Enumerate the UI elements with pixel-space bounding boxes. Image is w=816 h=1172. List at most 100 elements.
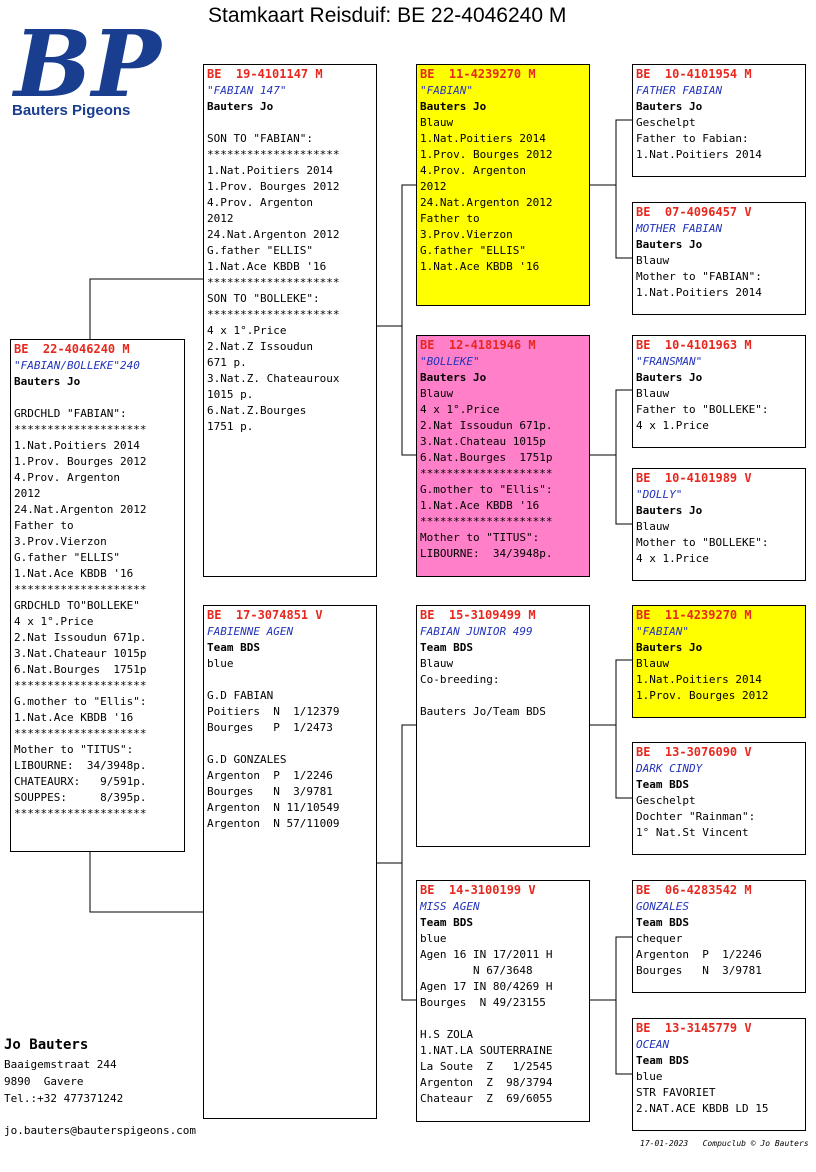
pigeon-name: FABIENNE AGEN [207, 625, 294, 638]
card-line: Co-breeding: [420, 673, 500, 686]
logo-text: Bauters Pigeons [12, 102, 131, 119]
card-line: 2012 [14, 487, 41, 500]
card-line: 4 x 1.Price [636, 419, 709, 432]
card-line: 3.Nat.Z. Chateauroux [207, 372, 340, 385]
card-line: ******************** [14, 423, 147, 436]
ring-number: BE 22-4046240 M [14, 342, 130, 356]
card-line: 671 p. [207, 356, 247, 369]
card-line: 1.Prov. Bourges 2012 [14, 455, 147, 468]
card-line: 1.Nat.Poitiers 2014 [420, 132, 546, 145]
card-line: Bourges N 49/23155 [420, 996, 546, 1009]
pigeon-name: "BOLLEKE" [420, 355, 480, 368]
card-line: blue [420, 932, 447, 945]
ring-number: BE 11-4239270 M [636, 608, 752, 622]
card-line: chequer [636, 932, 683, 945]
card-line: Argenton Z 98/3794 [420, 1076, 553, 1089]
pigeon-name: "FABIAN 147" [207, 84, 287, 97]
card-line: Blauw [636, 520, 670, 533]
card-line: G.D FABIAN [207, 689, 274, 702]
card-line: Argenton N 57/11009 [207, 817, 340, 830]
card-line: LIBOURNE: 34/3948p. [14, 759, 147, 772]
card-line: 24.Nat.Argenton 2012 [14, 503, 147, 516]
card-line: Blauw [636, 387, 670, 400]
card-line: ******************** [14, 583, 147, 596]
card-line: N 67/3648 [420, 964, 533, 977]
pigeon-name: OCEAN [636, 1038, 670, 1051]
card-line: SON TO "BOLLEKE": [207, 292, 320, 305]
owner-email-link[interactable]: jo.bauters@bauterspigeons.com [4, 1124, 197, 1137]
pigeon-name: DARK CINDY [636, 762, 703, 775]
pigeon-owner: Bauters Jo [420, 100, 487, 113]
card-line: ******************** [14, 807, 147, 820]
card-line: SOUPPES: 8/395p. [14, 791, 147, 804]
card-line [420, 1011, 589, 1027]
card-line: H.S ZOLA [420, 1028, 473, 1041]
ring-number: BE 15-3109499 M [420, 608, 536, 622]
card-line: 6.Nat.Bourges 1751p [420, 451, 553, 464]
pigeon-name: "FABIAN" [636, 625, 689, 638]
card-line: GRDCHLD "FABIAN": [14, 407, 127, 420]
ring-number: BE 07-4096457 V [636, 205, 752, 219]
pigeon-name: "FABIAN" [420, 84, 473, 97]
card-line: Father to [14, 519, 74, 532]
ring-number: BE 10-4101963 M [636, 338, 752, 352]
card-line: blue [207, 657, 234, 670]
card-line: Father to "BOLLEKE": [636, 403, 769, 416]
card-line: Father to Fabian: [636, 132, 749, 145]
bp-logo-icon: BP [12, 18, 164, 104]
card-line: 4 x 1°.Price [14, 615, 94, 628]
card-line: G.mother to "Ellis": [14, 695, 147, 708]
pigeon-owner: Team BDS [636, 916, 689, 929]
card-line: Geschelpt [636, 116, 696, 129]
pigeon-name: GONZALES [636, 900, 689, 913]
card-line: Geschelpt [636, 794, 696, 807]
owner-city: 9890 Gavere [4, 1075, 84, 1088]
card-line: Mother to "FABIAN": [636, 270, 762, 283]
card-line: STR FAVORIET [636, 1086, 716, 1099]
card-line: Bauters Jo/Team BDS [420, 705, 546, 718]
card-line: blue [636, 1070, 663, 1083]
card-line: 3.Nat.Chateau 1015p [420, 435, 546, 448]
pigeon-owner: Bauters Jo [636, 504, 703, 517]
pigeon-card-father[interactable]: BE 19-4101147 M"FABIAN 147"Bauters Jo SO… [203, 64, 377, 577]
card-line: 3.Nat.Chateaur 1015p [14, 647, 147, 660]
ring-number: BE 13-3145779 V [636, 1021, 752, 1035]
card-line: 1.Nat.Poitiers 2014 [636, 673, 762, 686]
page-title: Stamkaart Reisduif: BE 22-4046240 M [208, 4, 567, 27]
pigeon-owner: Bauters Jo [636, 238, 703, 251]
card-line: LIBOURNE: 34/3948p. [420, 547, 553, 560]
card-line: 4.Prov. Argenton [14, 471, 120, 484]
card-line: 1.Nat.Ace KBDB '16 [207, 260, 327, 273]
card-line: Blauw [420, 657, 454, 670]
card-line: ******************** [420, 515, 553, 528]
pigeon-name: MISS AGEN [420, 900, 480, 913]
card-line: 1015 p. [207, 388, 254, 401]
ring-number: BE 19-4101147 M [207, 67, 323, 81]
card-line: 24.Nat.Argenton 2012 [420, 196, 553, 209]
card-line: 1751 p. [207, 420, 254, 433]
card-line: 3.Prov.Vierzon [14, 535, 107, 548]
card-line: 1.Nat.Ace KBDB '16 [420, 260, 540, 273]
card-line: 2012 [207, 212, 234, 225]
card-line: Blauw [420, 387, 454, 400]
card-line: ******************** [14, 727, 147, 740]
card-line [14, 390, 184, 406]
card-line: 4 x 1.Price [636, 552, 709, 565]
pigeon-owner: Team BDS [636, 1054, 689, 1067]
card-line: 24.Nat.Argenton 2012 [207, 228, 340, 241]
card-line: La Soute Z 1/2545 [420, 1060, 553, 1073]
